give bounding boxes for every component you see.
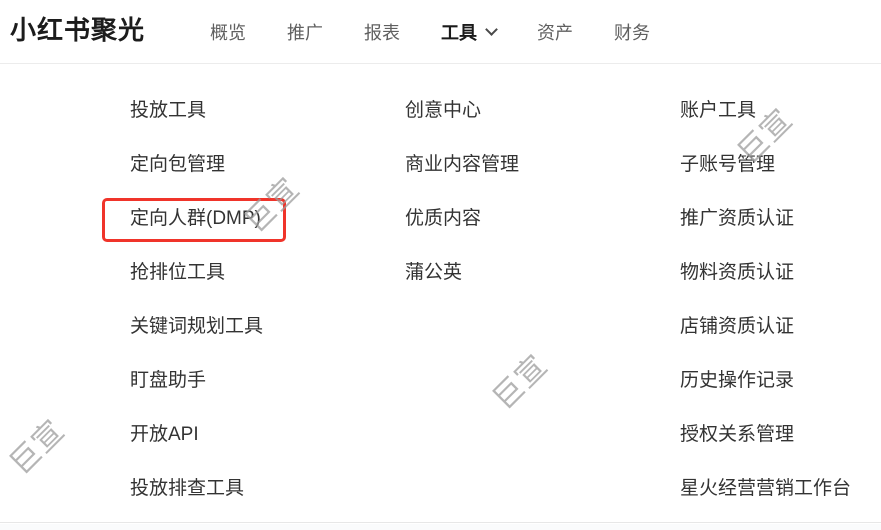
chevron-down-icon — [485, 22, 498, 36]
page-content-below-panel — [0, 524, 881, 530]
nav-item-label: 财务 — [614, 22, 650, 43]
menu-item-dmp-audience[interactable]: 定向人群(DMP) — [130, 207, 261, 229]
menu-item-material-qualification[interactable]: 物料资质认证 — [680, 261, 795, 283]
menu-item-commercial-content[interactable]: 商业内容管理 — [405, 153, 520, 175]
menu-item-history-log[interactable]: 历史操作记录 — [680, 369, 795, 391]
brand-logo[interactable]: 小红书聚光 — [10, 15, 146, 45]
top-nav-bar: 小红书聚光 概览 推广 报表 工具 资产 财务 — [0, 0, 881, 64]
nav-item-label: 资产 — [537, 22, 573, 43]
nav-item-assets[interactable]: 资产 — [537, 19, 573, 45]
nav-item-finance[interactable]: 财务 — [614, 19, 650, 45]
menu-item-monitor-assistant[interactable]: 盯盘助手 — [130, 369, 207, 391]
nav-item-promotion[interactable]: 推广 — [287, 19, 323, 45]
nav-item-tools[interactable]: 工具 — [441, 19, 498, 45]
menu-item-open-api[interactable]: 开放API — [130, 423, 199, 445]
menu-item-keyword-planner[interactable]: 关键词规划工具 — [130, 315, 264, 337]
nav-item-label: 工具 — [441, 22, 477, 43]
nav-item-label: 推广 — [287, 22, 323, 43]
menu-column-creative-center: 创意中心 商业内容管理 优质内容 蒲公英 — [405, 81, 519, 297]
menu-group-header-creative-center: 创意中心 — [405, 99, 482, 121]
menu-column-delivery-tools: 投放工具 定向包管理 定向人群(DMP) 抢排位工具 关键词规划工具 盯盘助手 … — [130, 81, 263, 513]
menu-column-account-tools: 账户工具 子账号管理 推广资质认证 物料资质认证 店铺资质认证 历史操作记录 授… — [680, 81, 851, 513]
menu-item-targeting-package[interactable]: 定向包管理 — [130, 153, 226, 175]
menu-item-dandelion[interactable]: 蒲公英 — [405, 261, 463, 283]
menu-item-delivery-troubleshoot-tool[interactable]: 投放排查工具 — [130, 477, 245, 499]
menu-item-promotion-qualification[interactable]: 推广资质认证 — [680, 207, 795, 229]
menu-group-header-delivery-tools: 投放工具 — [130, 99, 207, 121]
nav-item-label: 报表 — [364, 22, 400, 43]
nav-item-overview[interactable]: 概览 — [210, 19, 246, 45]
menu-item-shop-qualification[interactable]: 店铺资质认证 — [680, 315, 795, 337]
menu-item-quality-content[interactable]: 优质内容 — [405, 207, 482, 229]
menu-item-sub-account[interactable]: 子账号管理 — [680, 153, 776, 175]
tools-dropdown-menu: 投放工具 定向包管理 定向人群(DMP) 抢排位工具 关键词规划工具 盯盘助手 … — [0, 64, 881, 523]
menu-item-rank-grab-tool[interactable]: 抢排位工具 — [130, 261, 226, 283]
menu-item-spark-marketing-workbench[interactable]: 星火经营营销工作台 — [680, 477, 852, 499]
nav-item-reports[interactable]: 报表 — [364, 19, 400, 45]
nav-item-label: 概览 — [210, 22, 246, 43]
menu-group-header-account-tools: 账户工具 — [680, 99, 757, 121]
menu-item-authorization-management[interactable]: 授权关系管理 — [680, 423, 795, 445]
main-nav: 概览 推广 报表 工具 资产 财务 — [210, 0, 650, 63]
